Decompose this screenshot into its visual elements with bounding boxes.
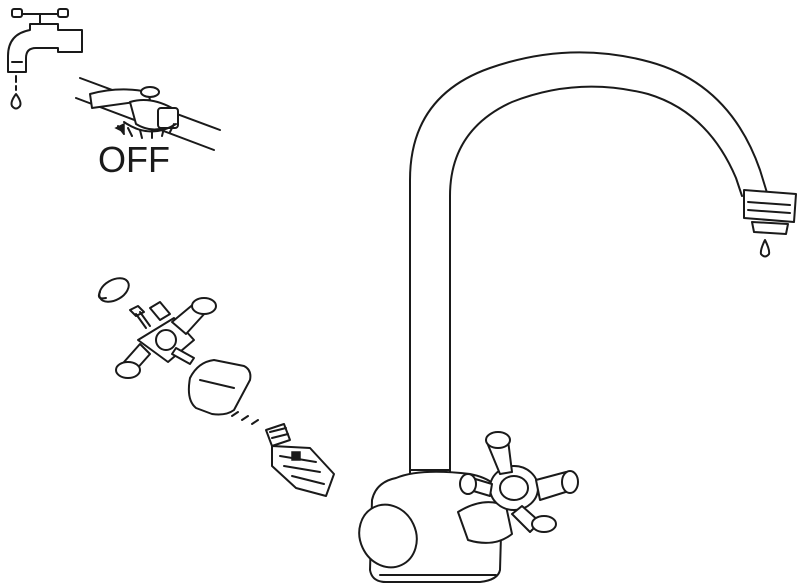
off-label: OFF [98,139,170,180]
shroud [189,360,251,415]
water-drop-icon [761,240,769,257]
cartridge [266,424,334,496]
mixer-tap [349,52,796,582]
faucet-icon [8,9,82,109]
handle-cap [95,273,133,306]
o-ring [232,412,258,424]
handle-screw [130,306,150,328]
